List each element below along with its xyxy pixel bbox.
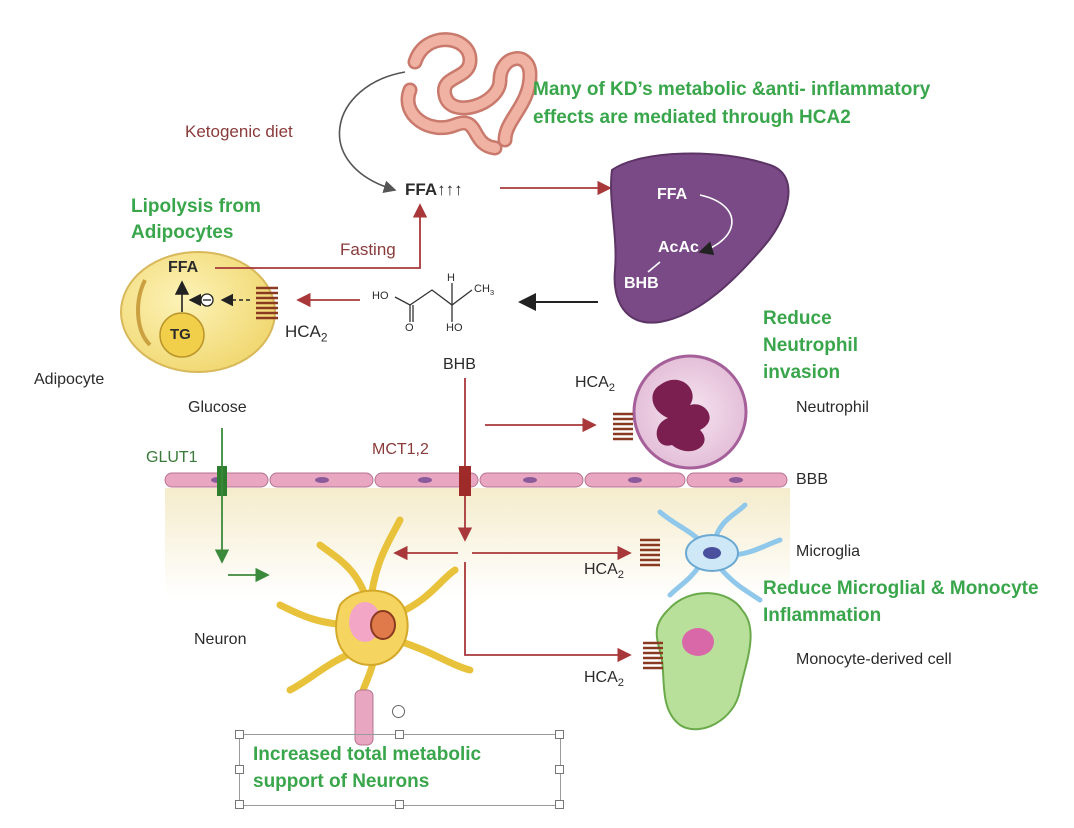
- fasting-label: Fasting: [340, 240, 396, 259]
- bhb-molecule: [394, 283, 473, 322]
- bhb-molecule-ho-label: HO: [372, 290, 389, 302]
- monocyte-label: Monocyte-derived cell: [796, 651, 952, 668]
- rotate-handle-icon[interactable]: [392, 705, 405, 718]
- neutrophil-annotation-line3: invasion: [763, 362, 841, 383]
- bbb-endothelium: [164, 472, 788, 488]
- bhb-to-monocyte-arrow: [464, 562, 632, 663]
- neuron-annotation-line2: support of Neurons: [253, 771, 430, 792]
- hca2-monocyte-label: HCA2: [584, 669, 625, 690]
- hca2-adipocyte-label: HCA2: [285, 322, 328, 345]
- monocyte-derived-cell: [655, 592, 752, 731]
- resize-handle-bottom-left[interactable]: [235, 800, 244, 809]
- liver-bhb-label: BHB: [624, 275, 659, 292]
- neuron-label: Neuron: [194, 631, 247, 648]
- neutrophil-annotation-line2: Neutrophil: [763, 335, 858, 356]
- neutrophil-annotation-line1: Reduce: [763, 308, 832, 329]
- ffa-elevated-label: FFA↑↑↑: [405, 180, 463, 199]
- hca2-receptor-microglia: [640, 538, 660, 567]
- mct-transporter: [459, 466, 471, 496]
- bhb-molecule-h-label: H: [447, 272, 455, 284]
- microglia-cell: [657, 502, 783, 603]
- lipolysis-annotation-line2: Adipocytes: [131, 222, 234, 243]
- tg-label: TG: [170, 326, 191, 343]
- hca2-receptor-adipocyte: [256, 286, 278, 320]
- ketogenic-diet-label: Ketogenic diet: [185, 122, 293, 141]
- bbb-label: BBB: [796, 471, 829, 488]
- neutrophil-label: Neutrophil: [796, 399, 869, 416]
- liver-ffa-label: FFA: [657, 186, 688, 203]
- microglia-annotation-line2: Inflammation: [763, 605, 882, 626]
- resize-handle-bottom-middle[interactable]: [395, 800, 404, 809]
- bhb-label: BHB: [443, 356, 476, 373]
- resize-handle-bottom-right[interactable]: [555, 800, 564, 809]
- hca2-receptor-neutrophil: [613, 412, 633, 441]
- bhb-molecule-o-label: O: [405, 322, 414, 334]
- neutrophil-cell: [632, 354, 748, 470]
- adipocyte-label: Adipocyte: [34, 371, 105, 388]
- hca2-microglia-label: HCA2: [584, 561, 625, 582]
- bhb-molecule-ch3-label: CH3: [474, 283, 495, 298]
- resize-handle-top-left[interactable]: [235, 730, 244, 739]
- microglia-label: Microglia: [796, 543, 861, 560]
- bhb-molecule-ho2-label: HO: [446, 322, 463, 334]
- hca2-receptor-monocyte: [643, 641, 663, 670]
- neuron-mitochondria: [370, 610, 396, 640]
- kd-hca2-annotation-line1: Many of KD’s metabolic &anti- inflammato…: [533, 79, 931, 100]
- resize-handle-middle-right[interactable]: [555, 765, 564, 774]
- lipolysis-annotation-line1: Lipolysis from: [131, 196, 261, 217]
- adipocyte-ffa-label: FFA: [168, 259, 199, 276]
- resize-handle-top-right[interactable]: [555, 730, 564, 739]
- liver-icon: [610, 152, 790, 324]
- neuron-annotation-line1: Increased total metabolic: [253, 744, 482, 765]
- adipocyte-cell: [120, 251, 276, 373]
- fasting-arrow: [215, 203, 428, 269]
- glucose-label: Glucose: [188, 399, 247, 416]
- microglia-annotation-line1: Reduce Microglial & Monocyte: [763, 578, 1039, 599]
- kd-hca2-annotation-line2: effects are mediated through HCA2: [533, 107, 851, 128]
- glut1-label: GLUT1: [146, 449, 198, 466]
- intestine-icon: [400, 32, 538, 156]
- mct-label: MCT1,2: [372, 441, 429, 458]
- liver-acac-label: AcAc: [658, 239, 699, 256]
- hca2-neutrophil-label: HCA2: [575, 374, 616, 395]
- resize-handle-top-middle[interactable]: [395, 730, 404, 739]
- resize-handle-middle-left[interactable]: [235, 765, 244, 774]
- ketogenic-diet-arrow: [338, 71, 406, 193]
